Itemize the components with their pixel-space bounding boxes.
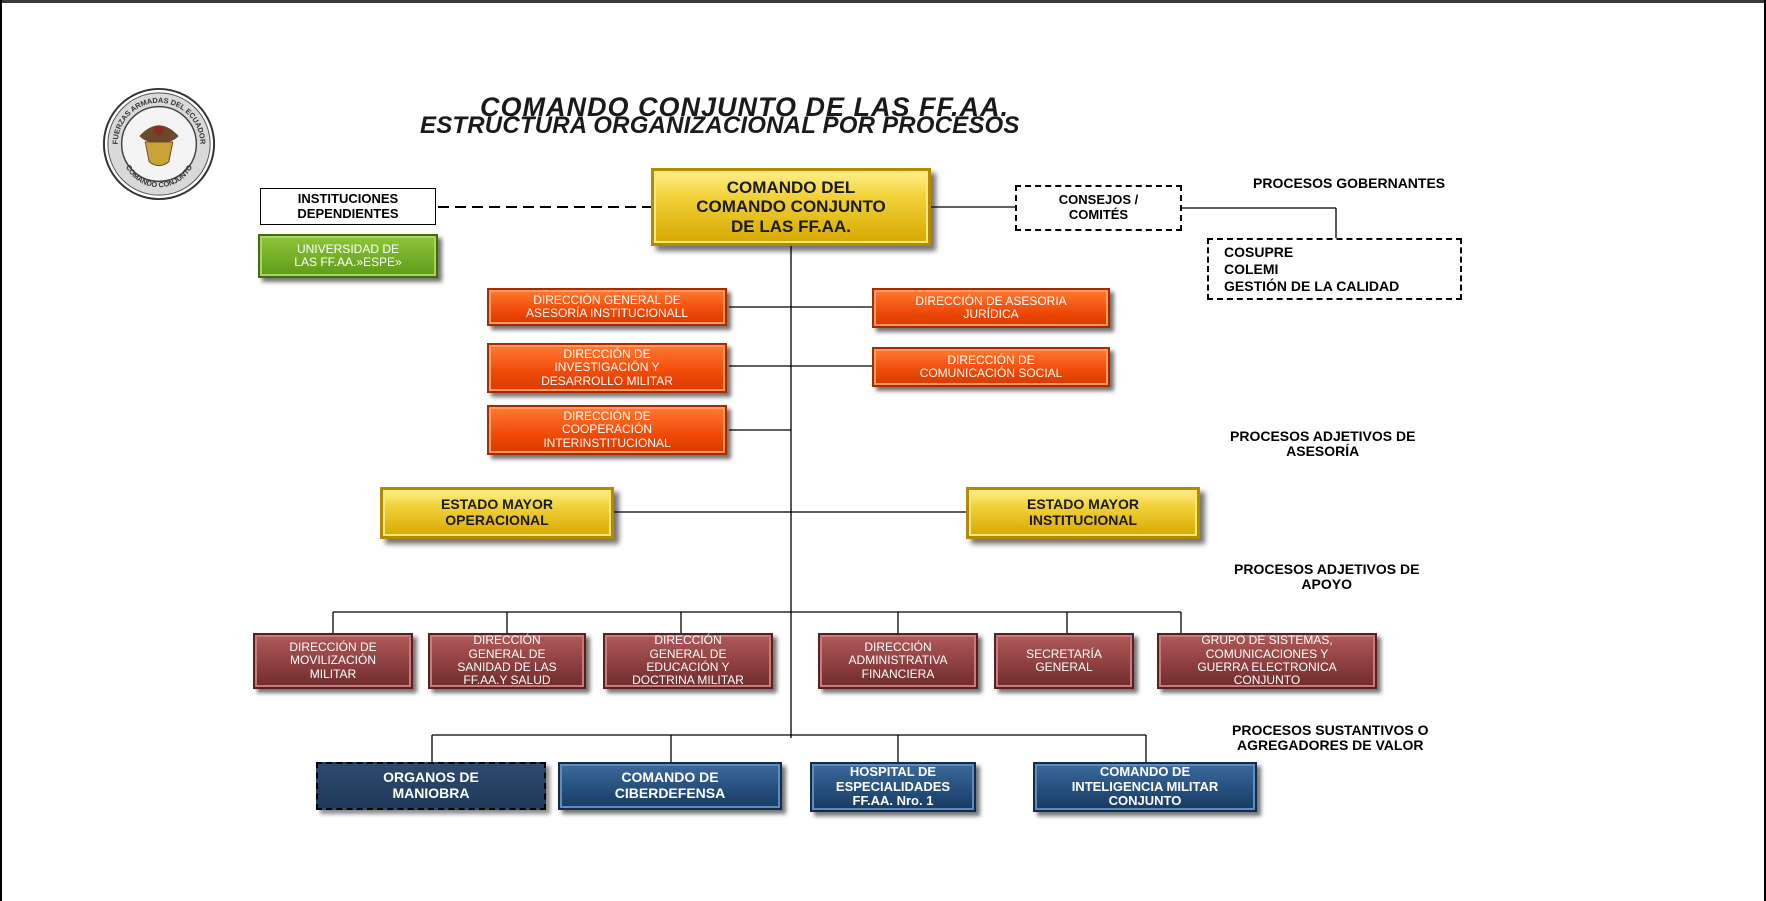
direccion-asesoria-institucional: DIRECCIÓN GENERAL DE ASESORÍA INSTITUCIO… xyxy=(487,288,727,326)
comite-item: COLEMI xyxy=(1224,261,1279,277)
label-procesos-apoyo: PROCESOS ADJETIVOS DE APOYO xyxy=(1234,561,1420,593)
secretaria-general: SECRETARÍA GENERAL xyxy=(994,633,1134,689)
organos-de-maniobra: ORGANOS DE MANIOBRA xyxy=(316,762,546,810)
left-border xyxy=(0,0,2,901)
comite-item: COSUPRE xyxy=(1224,244,1294,260)
comites-list: COSUPRE COLEMI GESTIÓN DE LA CALIDAD xyxy=(1207,238,1462,300)
comando-inteligencia-militar: COMANDO DE INTELIGENCIA MILITAR CONJUNTO xyxy=(1033,762,1257,812)
label-procesos-asesoria: PROCESOS ADJETIVOS DE ASESORÍA xyxy=(1230,428,1416,460)
universidad-espe-box: UNIVERSIDAD DE LAS FF.AA.»ESPE» xyxy=(258,234,438,278)
instituciones-dependientes-box: INSTITUCIONES DEPENDIENTES xyxy=(260,188,436,225)
direccion-movilizacion-militar: DIRECCIÓN DE MOVILIZACIÓN MILITAR xyxy=(253,633,413,689)
comando-conjunto-box: COMANDO DEL COMANDO CONJUNTO DE LAS FF.A… xyxy=(651,168,931,246)
direccion-asesoria-juridica: DIRECCIÓN DE ASESORIA JURÍDICA xyxy=(872,288,1110,328)
grupo-sistemas-comunicaciones: GRUPO DE SISTEMAS, COMUNICACIONES Y GUER… xyxy=(1157,633,1377,689)
chart-subtitle: ESTRUCTURA ORGANIZACIONAL POR PROCESOS xyxy=(420,112,1020,139)
right-border xyxy=(1764,0,1766,901)
direccion-administrativa-financiera: DIRECCIÓN ADMINISTRATIVA FINANCIERA xyxy=(818,633,978,689)
hospital-especialidades: HOSPITAL DE ESPECIALIDADES FF.AA. Nro. 1 xyxy=(810,762,976,812)
comando-ciberdefensa: COMANDO DE CIBERDEFENSA xyxy=(558,762,782,810)
direccion-educacion-doctrina: DIRECCIÓN GENERAL DE EDUCACIÓN Y DOCTRIN… xyxy=(603,633,773,689)
direccion-investigacion-desarrollo: DIRECCIÓN DE INVESTIGACIÓN Y DESARROLLO … xyxy=(487,343,727,393)
direccion-comunicacion-social: DIRECCIÓN DE COMUNICACIÓN SOCIAL xyxy=(872,347,1110,387)
top-border xyxy=(0,0,1766,3)
military-seal-logo: FUERZAS ARMADAS DEL ECUADOR COMANDO CONJ… xyxy=(102,87,216,201)
chart-title: COMANDO CONJUNTO DE LAS FF.AA. xyxy=(480,92,1010,122)
comite-item: GESTIÓN DE LA CALIDAD xyxy=(1224,278,1400,294)
label-procesos-gobernantes: PROCESOS GOBERNANTES xyxy=(1253,175,1446,191)
estado-mayor-operacional: ESTADO MAYOR OPERACIONAL xyxy=(380,487,614,539)
direccion-sanidad-salud: DIRECCIÓN GENERAL DE SANIDAD DE LAS FF.A… xyxy=(428,633,586,689)
label-procesos-sustantivos: PROCESOS SUSTANTIVOS O AGREGADORES DE VA… xyxy=(1232,722,1429,754)
estado-mayor-institucional: ESTADO MAYOR INSTITUCIONAL xyxy=(966,487,1200,539)
direccion-cooperacion-interinstitucional: DIRECCIÓN DE COOPERACIÓN INTERINSTITUCIO… xyxy=(487,405,727,455)
consejos-comites-box: CONSEJOS / COMITÉS xyxy=(1015,185,1182,231)
